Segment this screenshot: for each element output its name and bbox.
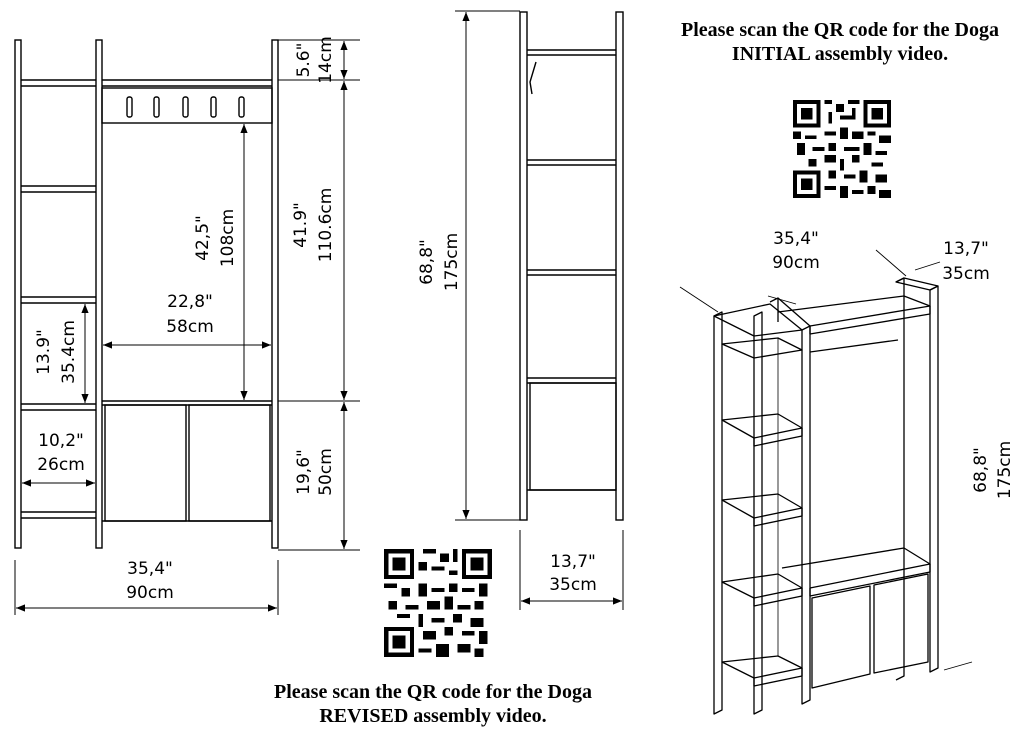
dim-cabinet-cm: 50cm: [316, 448, 336, 496]
iso-cabinet-top: [781, 547, 931, 589]
left-post-outer: [14, 39, 22, 549]
iso-left-back-post: [753, 311, 763, 715]
dim-shelf-cm: 35.4cm: [59, 320, 79, 384]
coat-hooks: [126, 96, 245, 118]
side-dimension-lines: [455, 10, 624, 610]
dim-iso-height-in: 68,8": [971, 447, 991, 493]
cabinet-door-left: [104, 404, 187, 522]
iso-top-board: [777, 295, 931, 327]
dim-top-in: 5.6": [294, 43, 314, 78]
dim-side-w-cm: 26cm: [37, 455, 85, 475]
dim-side-w-in: 10,2": [38, 431, 84, 451]
note-revised-assembly: Please scan the QR code for the Doga REV…: [274, 681, 592, 727]
side-view: [519, 11, 624, 521]
iso-left-front-post: [713, 311, 723, 715]
side-cabinet: [529, 382, 617, 491]
dim-hanging-in: 42,5": [193, 215, 213, 261]
side-post-front: [519, 11, 528, 521]
dim-iso-depth-in: 13,7": [943, 239, 989, 259]
iso-cabinet-door-right: [873, 573, 929, 674]
note-initial-assembly: Please scan the QR code for the Doga INI…: [681, 19, 999, 65]
left-post-inner: [95, 39, 103, 549]
iso-right-front-post: [895, 277, 905, 681]
cabinet-door-right: [188, 404, 271, 522]
iso-right-back-post: [929, 285, 939, 673]
iso-mid-front-post: [801, 325, 811, 705]
front-dimension-lines: [14, 39, 360, 615]
qr-code-revised[interactable]: [384, 549, 492, 657]
iso-cabinet-door-left: [811, 585, 871, 689]
dim-hanging-cm: 108cm: [218, 209, 238, 267]
dim-side-depth-in: 13,7": [550, 552, 596, 572]
isometric-view: [679, 249, 973, 715]
dim-cabinet-in: 19,6": [294, 449, 314, 495]
dim-inner-width-in: 22,8": [167, 292, 213, 312]
dim-total-w-in: 35,4": [127, 559, 173, 579]
dim-inner-width-cm: 58cm: [166, 317, 214, 337]
iso-hanging-rail: [809, 339, 899, 353]
hook-rail: [101, 87, 273, 124]
dim-side-height-in: 68,8": [417, 239, 437, 285]
dim-iso-depth-cm: 35cm: [942, 264, 990, 284]
dim-total-w-cm: 90cm: [126, 583, 174, 603]
right-post: [271, 39, 279, 549]
dim-mid-cm: 110.6cm: [316, 188, 336, 263]
dim-mid-in: 41.9": [291, 202, 311, 248]
dim-shelf-in: 13.9": [34, 329, 54, 375]
dim-iso-width-cm: 90cm: [772, 253, 820, 273]
side-post-back: [615, 11, 624, 521]
dim-side-height-cm: 175cm: [442, 233, 462, 291]
dim-side-depth-cm: 35cm: [549, 575, 597, 595]
dim-top-cm: 14cm: [316, 36, 336, 84]
qr-code-initial[interactable]: [789, 100, 895, 198]
dim-iso-width-in: 35,4": [773, 229, 819, 249]
side-hook: [529, 61, 537, 95]
dim-iso-height-cm: 175cm: [995, 441, 1015, 499]
